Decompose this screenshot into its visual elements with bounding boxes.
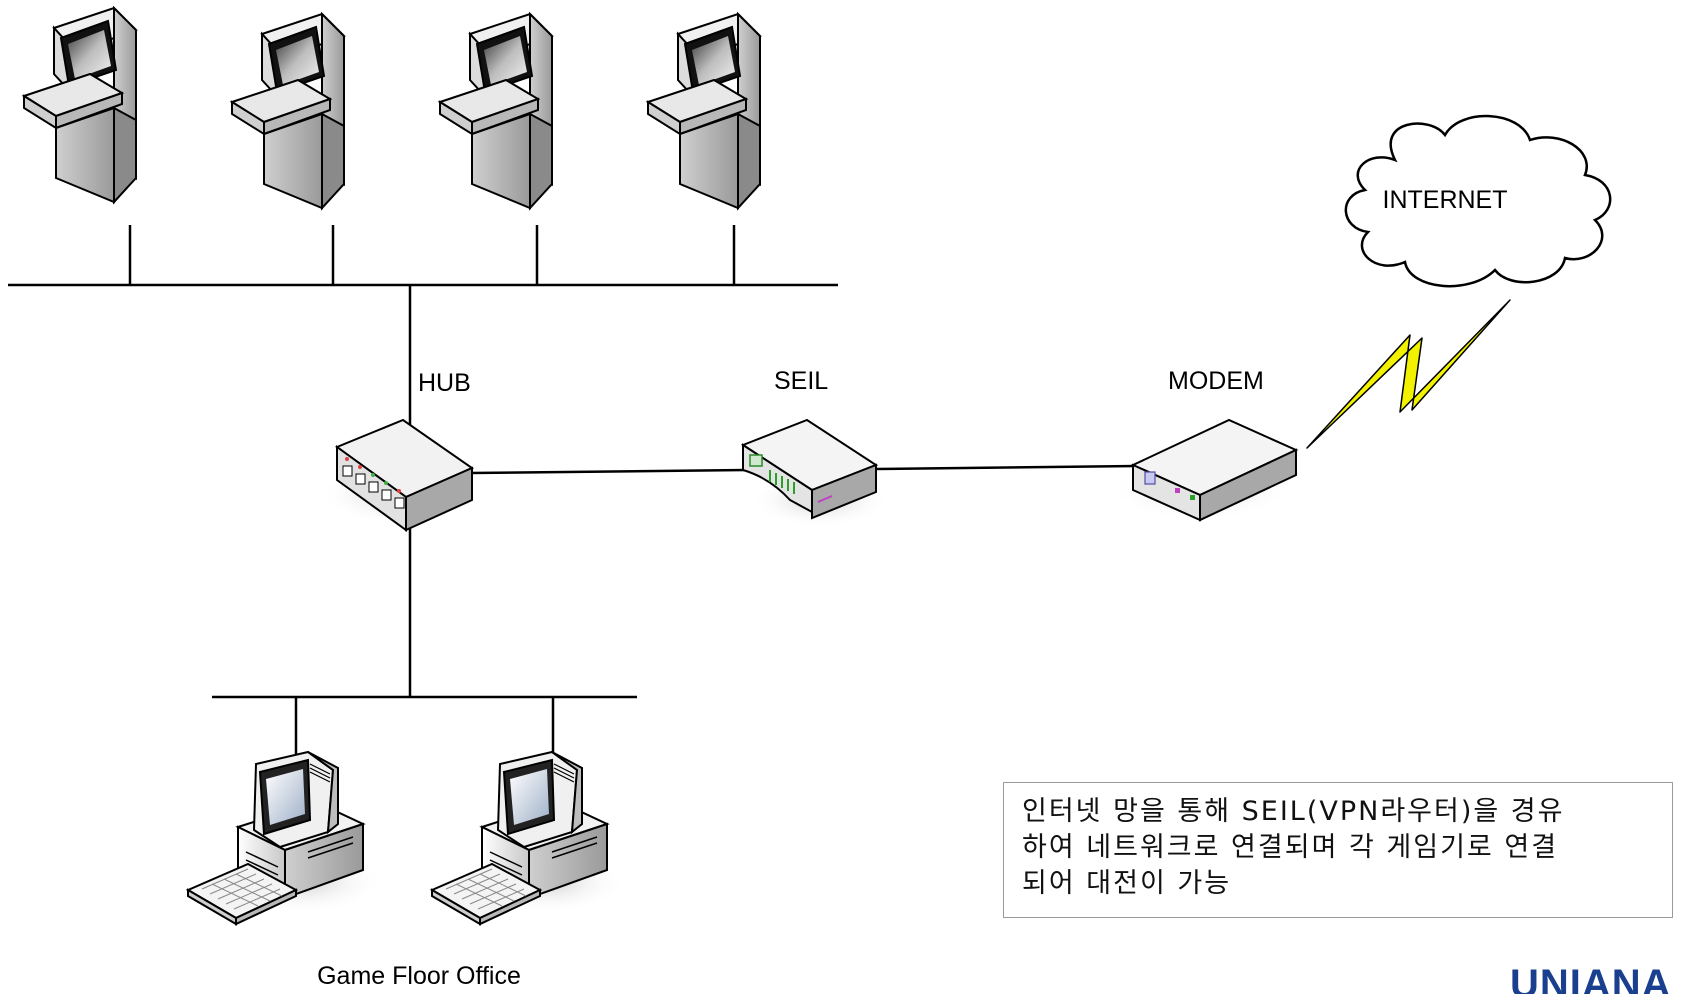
arcade-cabinet-icon [647, 13, 761, 209]
internet-cloud-icon [1344, 114, 1612, 288]
internet-label: INTERNET [1383, 186, 1508, 214]
description-note: 인터넷 망을 통해 SEIL(VPN라우터)을 경유 하여 네트워크로 연결되며… [1003, 782, 1673, 918]
seil-router-icon [740, 418, 890, 528]
hub-label: HUB [418, 369, 471, 397]
modem-icon [1110, 418, 1299, 522]
arcade-cabinet-icon [231, 13, 345, 209]
arcade-cabinet-icon [439, 13, 553, 209]
note-line-2: 하여 네트워크로 연결되며 각 게임기로 연결 [1022, 832, 1559, 863]
note-line-3: 되어 대전이 가능 [1022, 868, 1232, 899]
hub-icon [320, 418, 480, 532]
network-wires [8, 225, 1138, 758]
uniana-logo: UNIANA [1510, 962, 1672, 994]
office-label: Game Floor Office [317, 962, 521, 990]
desktop-pc-icon [431, 751, 628, 925]
note-line-1: 인터넷 망을 통해 SEIL(VPN라우터)을 경유 [1022, 796, 1565, 827]
arcade-cabinet-icon [23, 7, 137, 203]
seil-label: SEIL [774, 367, 828, 395]
desktop-pc-icon [187, 751, 384, 925]
modem-label: MODEM [1168, 367, 1264, 395]
wireless-link-icon [1306, 299, 1511, 449]
